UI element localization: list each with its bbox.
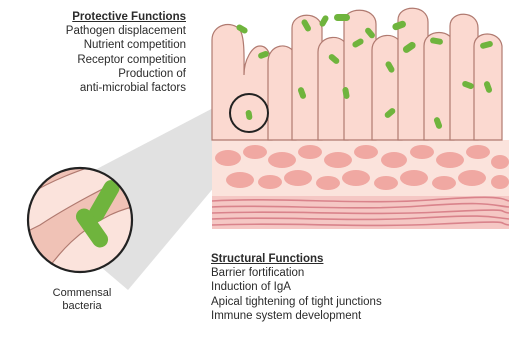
protective-item: Production of: [0, 67, 186, 81]
structural-item: Induction of IgA: [211, 280, 382, 294]
structural-item: Immune system development: [211, 309, 382, 323]
structural-item: Apical tightening of tight junctions: [211, 295, 382, 309]
structural-item: Barrier fortification: [211, 266, 382, 280]
protective-item: Receptor competition: [0, 53, 186, 67]
zoom-label-line: bacteria: [36, 300, 128, 313]
protective-functions: Protective Functions Pathogen displaceme…: [0, 10, 186, 95]
villi: [212, 8, 502, 140]
commensal-bacteria-label: Commensal bacteria: [36, 287, 128, 313]
protective-item: anti-microbial factors: [0, 81, 186, 95]
structural-functions: Structural Functions Barrier fortificati…: [211, 252, 382, 323]
zoom-label-line: Commensal: [36, 287, 128, 300]
structural-heading: Structural Functions: [211, 252, 382, 266]
protective-item: Nutrient competition: [0, 38, 186, 52]
protective-item: Pathogen displacement: [0, 24, 186, 38]
protective-heading: Protective Functions: [0, 10, 186, 24]
